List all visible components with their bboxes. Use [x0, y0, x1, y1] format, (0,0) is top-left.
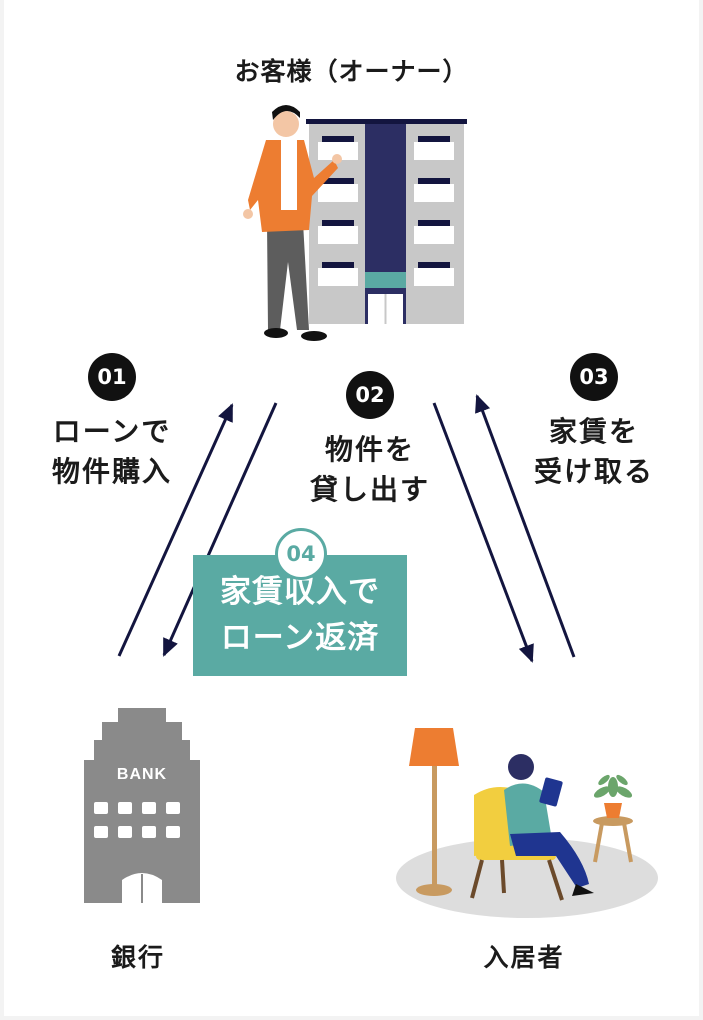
bank-building-icon: BANK	[84, 708, 200, 903]
diagram-canvas: BANK	[4, 0, 699, 1016]
step-03-badge: 03	[570, 353, 618, 401]
step-02-line-1: 物件を	[324, 433, 415, 466]
arrow-04-owner-to-bank	[162, 402, 278, 657]
step-01-line-1: ローンで	[52, 415, 172, 448]
bank-label: 銀行	[110, 943, 165, 972]
step-04-box: 家賃収入で ローン返済	[193, 555, 407, 676]
arrow-02-owner-to-tenant	[432, 402, 534, 663]
step-01-line-2: 物件購入	[51, 455, 172, 488]
step-03-label: 家賃を 受け取る	[514, 412, 674, 492]
step-02-label: 物件を 貸し出す	[290, 430, 450, 510]
diagram-graphics: BANK	[84, 105, 658, 918]
step-04-badge: 04	[275, 528, 327, 580]
tenant-scene-icon	[396, 728, 658, 918]
step-04-line-2: ローン返済	[220, 620, 380, 656]
step-04-line-1: 家賃収入で	[220, 574, 380, 610]
step-01-badge: 01	[88, 353, 136, 401]
owner-person-icon	[243, 105, 342, 341]
step-01-label: ローンで 物件購入	[34, 412, 190, 492]
tenant-label: 入居者	[483, 943, 565, 972]
step-03-line-1: 家賃を	[548, 415, 639, 448]
step-03-line-2: 受け取る	[533, 455, 654, 488]
arrow-01-bank-to-owner	[117, 403, 234, 657]
owner-title: お客様（オーナー）	[234, 57, 469, 86]
bank-sign: BANK	[117, 766, 167, 783]
step-02-badge: 02	[346, 371, 394, 419]
apartment-building-icon	[306, 119, 467, 324]
arrow-03-tenant-to-owner	[475, 394, 576, 658]
step-02-line-2: 貸し出す	[309, 473, 430, 506]
